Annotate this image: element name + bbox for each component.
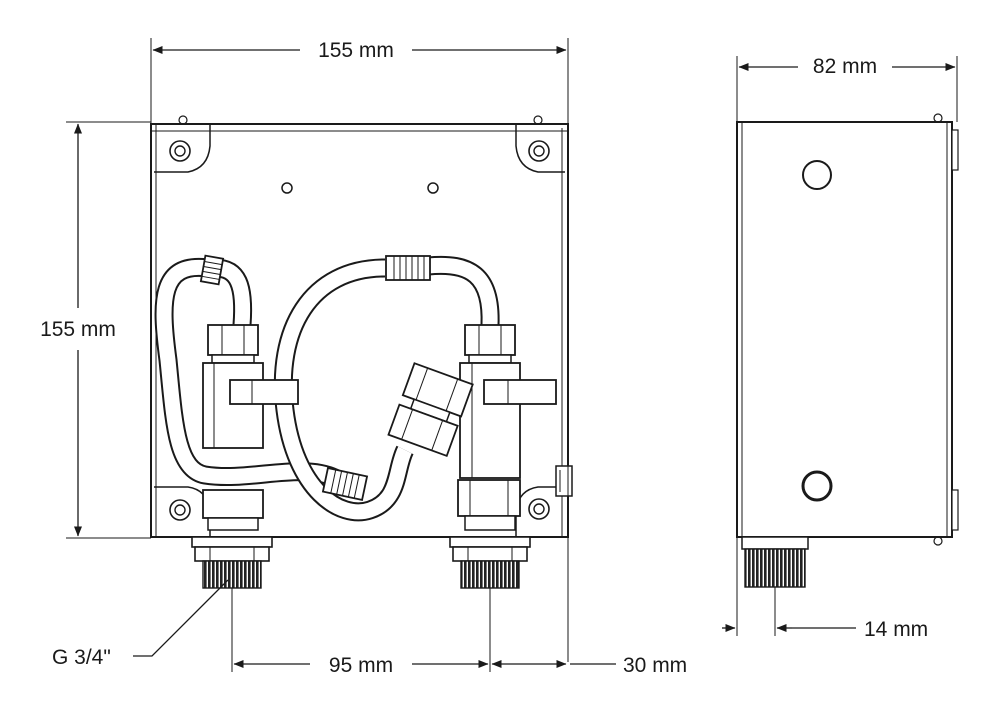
side-hole-icon	[801, 470, 833, 502]
left-valve	[202, 324, 299, 531]
dimension-lines	[66, 38, 958, 672]
side-hole-icon	[802, 160, 832, 190]
mount-hole-icon	[169, 499, 191, 521]
mount-hole-icon	[528, 140, 550, 162]
outlet-edge-offset-label: 30 mm	[623, 654, 687, 677]
mount-hole-icon	[169, 140, 191, 162]
mount-hole-icon	[528, 498, 550, 520]
right-outlet	[449, 536, 531, 589]
right-valve-handle	[483, 379, 557, 405]
plate-hole-icon	[427, 182, 439, 194]
side-thread	[744, 548, 806, 588]
side-outlet-offset-label: 14 mm	[864, 618, 928, 641]
right-valve	[457, 324, 557, 531]
front-height-label: 155 mm	[40, 318, 116, 341]
thread-label: G 3/4"	[52, 646, 111, 669]
left-valve-handle	[229, 379, 299, 405]
outlet-spacing-label: 95 mm	[329, 654, 393, 677]
side-depth-label: 82 mm	[813, 55, 877, 78]
front-view	[150, 115, 573, 589]
plate-hole-icon	[281, 182, 293, 194]
front-width-label: 155 mm	[318, 39, 394, 62]
left-thread	[202, 560, 262, 589]
dimension-labels: 155 mm 155 mm 82 mm G 3/4" 95 mm 30 mm 1…	[40, 39, 928, 677]
hose-couplings	[199, 254, 431, 501]
hex-fitting	[387, 362, 474, 458]
left-outlet	[191, 536, 273, 589]
side-latch	[555, 465, 573, 497]
side-housing	[736, 121, 953, 538]
side-view	[736, 113, 959, 588]
right-thread	[460, 560, 520, 589]
